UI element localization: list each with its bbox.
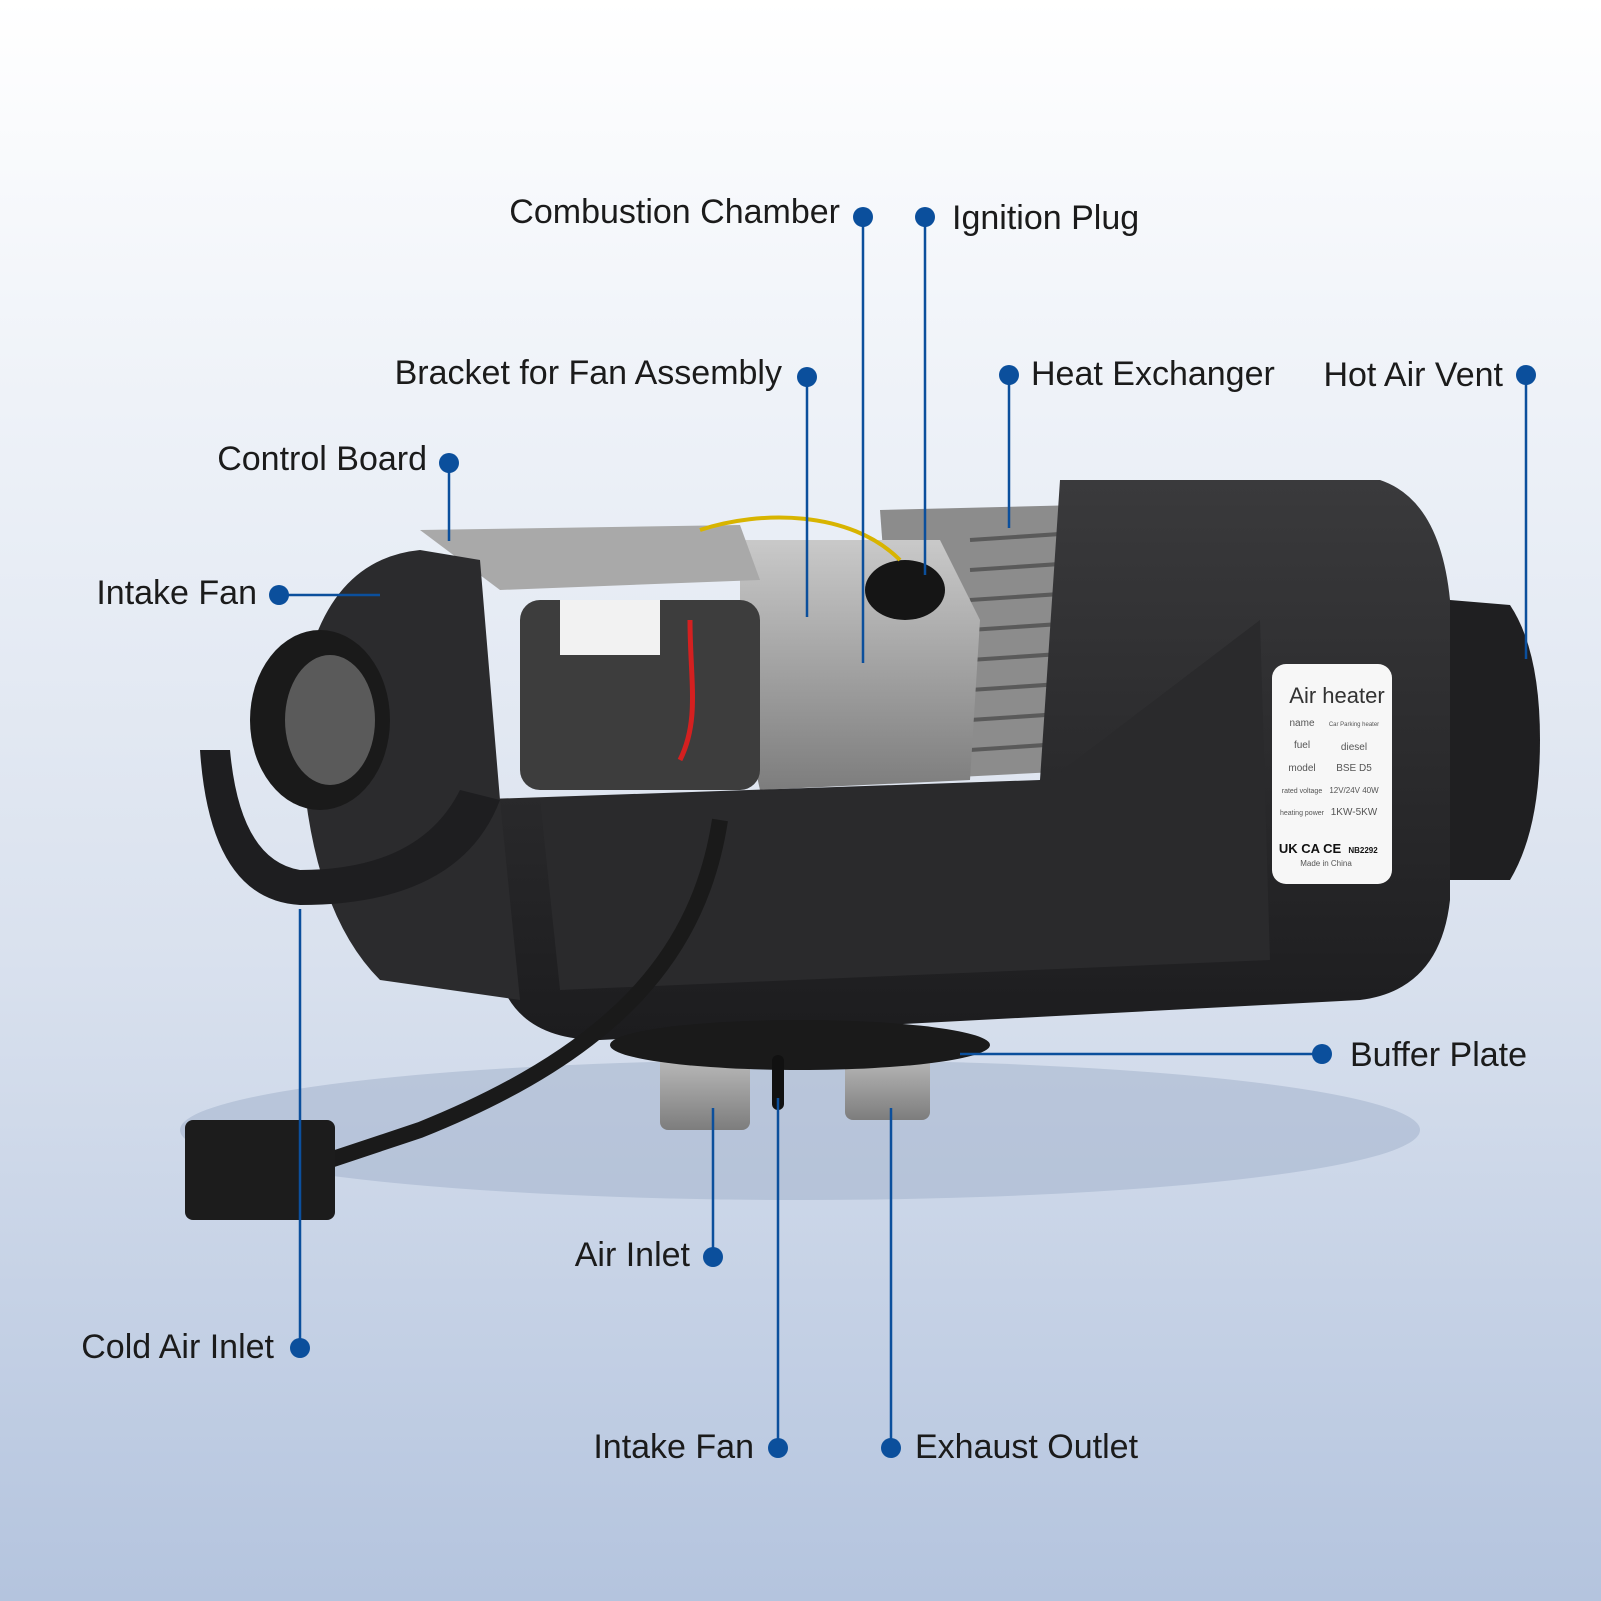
svg-text:1KW-5KW: 1KW-5KW — [1331, 807, 1378, 818]
svg-text:12V/24V 40W: 12V/24V 40W — [1329, 786, 1379, 795]
svg-text:Car Parking heater: Car Parking heater — [1329, 722, 1379, 728]
heat-exchanger-dot — [999, 365, 1019, 385]
svg-text:diesel: diesel — [1341, 742, 1367, 753]
control-board-dot — [439, 453, 459, 473]
hot-air-vent-dot — [1516, 365, 1536, 385]
svg-text:Air heater: Air heater — [1289, 683, 1384, 708]
hot-air-vent-tube — [1450, 600, 1540, 880]
label-bracket-fan-assembly: Bracket for Fan Assembly — [394, 354, 782, 392]
callout-leaders — [269, 207, 1536, 1458]
intake-fan-top-dot — [269, 585, 289, 605]
svg-text:UK CA CE: UK CA CE — [1279, 841, 1342, 856]
label-control-board: Control Board — [217, 440, 427, 478]
combustion-chamber-dot — [853, 207, 873, 227]
control-board-cover — [420, 525, 760, 590]
svg-text:fuel: fuel — [1294, 740, 1310, 751]
svg-text:name: name — [1289, 718, 1314, 729]
bracket-dot — [797, 367, 817, 387]
label-heat-exchanger: Heat Exchanger — [1031, 355, 1275, 393]
svg-text:NB2292: NB2292 — [1348, 846, 1378, 855]
exhaust-outlet-dot — [881, 1438, 901, 1458]
label-exhaust-outlet: Exhaust Outlet — [915, 1428, 1139, 1466]
label-intake-fan-top: Intake Fan — [96, 574, 257, 612]
label-combustion-chamber: Combustion Chamber — [509, 193, 840, 231]
svg-text:Made in China: Made in China — [1300, 859, 1352, 868]
label-intake-fan-bottom: Intake Fan — [593, 1428, 754, 1466]
buffer-plate-dot — [1312, 1044, 1332, 1064]
label-ignition-plug: Ignition Plug — [952, 199, 1140, 237]
wiring-harness — [327, 818, 728, 1168]
connector-plug — [185, 1120, 335, 1220]
ignition-plug-cap — [865, 560, 945, 620]
svg-text:rated voltage: rated voltage — [1282, 788, 1323, 795]
nameplate: Air heater name Car Parking heater fuel … — [1272, 664, 1392, 884]
intake-fan-bottom-dot — [768, 1438, 788, 1458]
combustion-chamber-block — [740, 540, 980, 790]
svg-text:model: model — [1288, 763, 1315, 774]
air-inlet-dot — [703, 1247, 723, 1267]
svg-text:BSE D5: BSE D5 — [1336, 763, 1372, 774]
label-buffer-plate: Buffer Plate — [1350, 1036, 1528, 1074]
buffer-plate — [610, 1020, 990, 1070]
ignition-plug-dot — [915, 207, 935, 227]
label-hot-air-vent: Hot Air Vent — [1323, 356, 1503, 394]
label-air-inlet: Air Inlet — [574, 1236, 690, 1274]
cold-air-inlet-dot — [290, 1338, 310, 1358]
label-cold-air-inlet: Cold Air Inlet — [81, 1328, 274, 1366]
svg-text:heating power: heating power — [1280, 810, 1325, 817]
